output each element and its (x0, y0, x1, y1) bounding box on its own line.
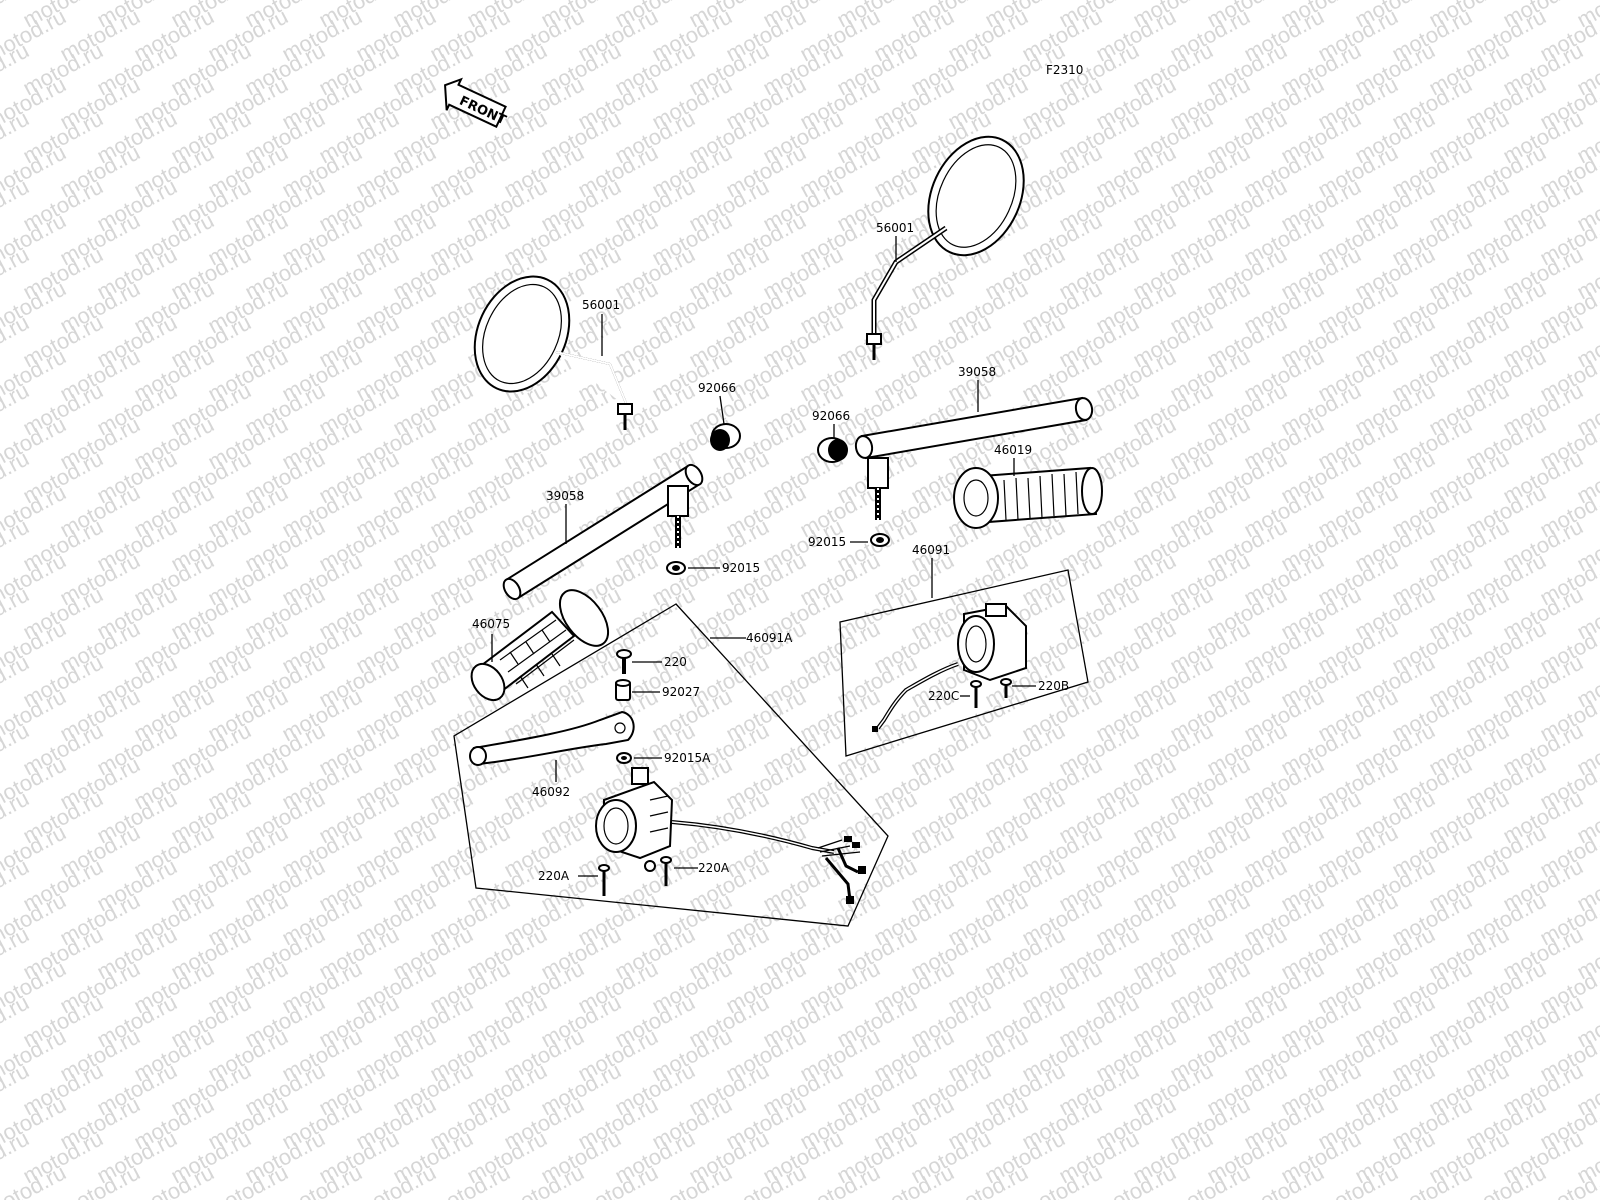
part-label-56001-left: 56001 (582, 298, 620, 312)
part-label-92027: 92027 (662, 685, 700, 699)
part-label-220B: 220B (1038, 679, 1069, 693)
part-label-46091: 46091 (912, 543, 950, 557)
grip-right (953, 466, 1103, 529)
nut-92015A (616, 752, 632, 764)
part-label-220C: 220C (928, 689, 959, 703)
nut-right (870, 533, 890, 547)
screw-220C (970, 680, 982, 708)
part-label-46019: 46019 (994, 443, 1032, 457)
part-label-46092: 46092 (532, 785, 570, 799)
figure-code: F2310 (1046, 63, 1083, 77)
part-label-92015-left: 92015 (722, 561, 760, 575)
part-label-220A-left: 220A (538, 869, 570, 883)
part-label-39058-right: 39058 (958, 365, 996, 379)
part-label-92015A: 92015A (664, 751, 711, 765)
part-label-46075: 46075 (472, 617, 510, 631)
part-label-56001-right: 56001 (876, 221, 914, 235)
part-label-92066-left: 92066 (698, 381, 736, 395)
part-label-220: 220 (664, 655, 687, 669)
part-label-46091A: 46091A (746, 631, 793, 645)
nut-left (666, 561, 686, 575)
part-label-39058-left: 39058 (546, 489, 584, 503)
part-label-92015-right: 92015 (808, 535, 846, 549)
collar-92027 (615, 679, 631, 701)
cap-right (817, 437, 848, 463)
part-label-92066-right: 92066 (812, 409, 850, 423)
part-label-220A-right: 220A (698, 861, 730, 875)
